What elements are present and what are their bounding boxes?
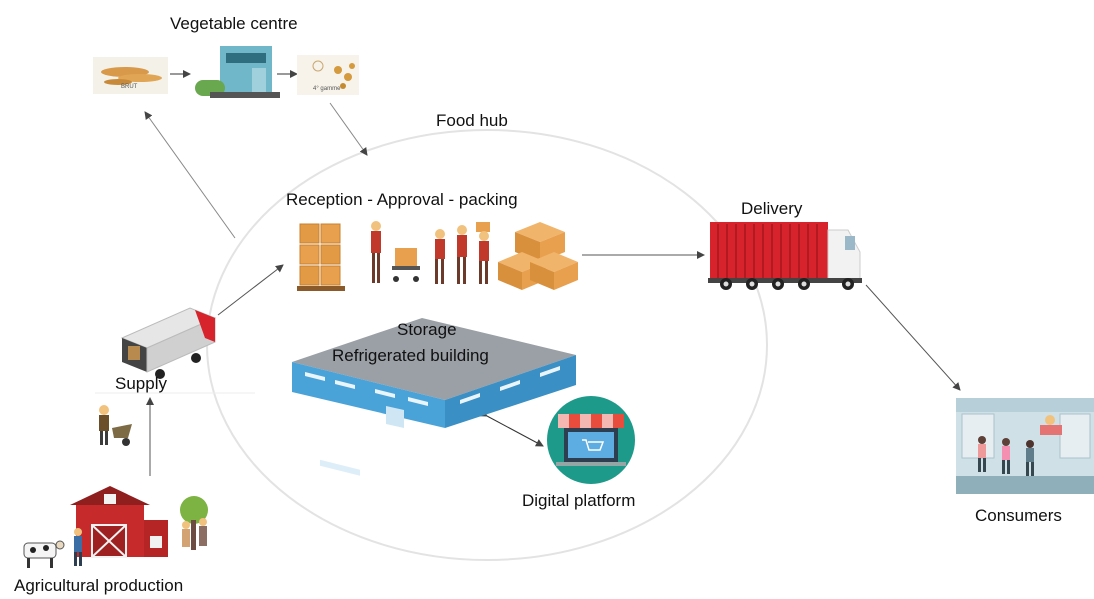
arrow-delivery-to-consumers — [865, 284, 961, 391]
delivery-label: Delivery — [741, 199, 803, 218]
farmers-tree-icon — [180, 496, 208, 550]
consumers-supermarket-icon — [956, 398, 1094, 494]
barn-icon — [70, 486, 168, 558]
reception-label: Reception - Approval - packing — [286, 190, 518, 209]
processed-vegetables-label: 4° gamme — [313, 86, 341, 92]
refrigerated-building-label: Refrigerated building — [332, 346, 489, 365]
arrow-supply-to-reception — [217, 264, 284, 316]
digital-platform-icon — [547, 396, 635, 484]
vegetable-centre-label: Vegetable centre — [170, 14, 298, 33]
digital-platform-label: Digital platform — [522, 491, 636, 510]
supply-label: Supply — [115, 374, 167, 393]
livestock-icon — [23, 528, 82, 568]
food-hub-label: Food hub — [436, 111, 508, 130]
pallet-boxes-icon — [297, 223, 345, 291]
arrow-supply-to-vegetable-centre — [144, 111, 236, 239]
refrigerated-building-icon — [292, 318, 576, 476]
agricultural-production-label: Agricultural production — [14, 576, 184, 595]
vegetable-factory-icon — [195, 46, 280, 98]
farmer-wheelbarrow-icon — [99, 405, 132, 446]
arrow-vegetable-centre-to-hub — [329, 102, 368, 156]
raw-vegetables-icon — [93, 57, 168, 94]
supply-truck-icon — [120, 307, 217, 379]
storage-label: Storage — [397, 320, 457, 339]
arrow-storage-platform-line — [478, 409, 544, 447]
consumers-label: Consumers — [975, 506, 1062, 525]
raw-vegetables-label: BRUT — [121, 84, 138, 90]
cardboard-boxes-icon — [498, 222, 578, 290]
delivery-truck-icon — [708, 222, 862, 290]
workers-icon — [371, 221, 490, 284]
processed-vegetables-icon — [297, 55, 359, 95]
